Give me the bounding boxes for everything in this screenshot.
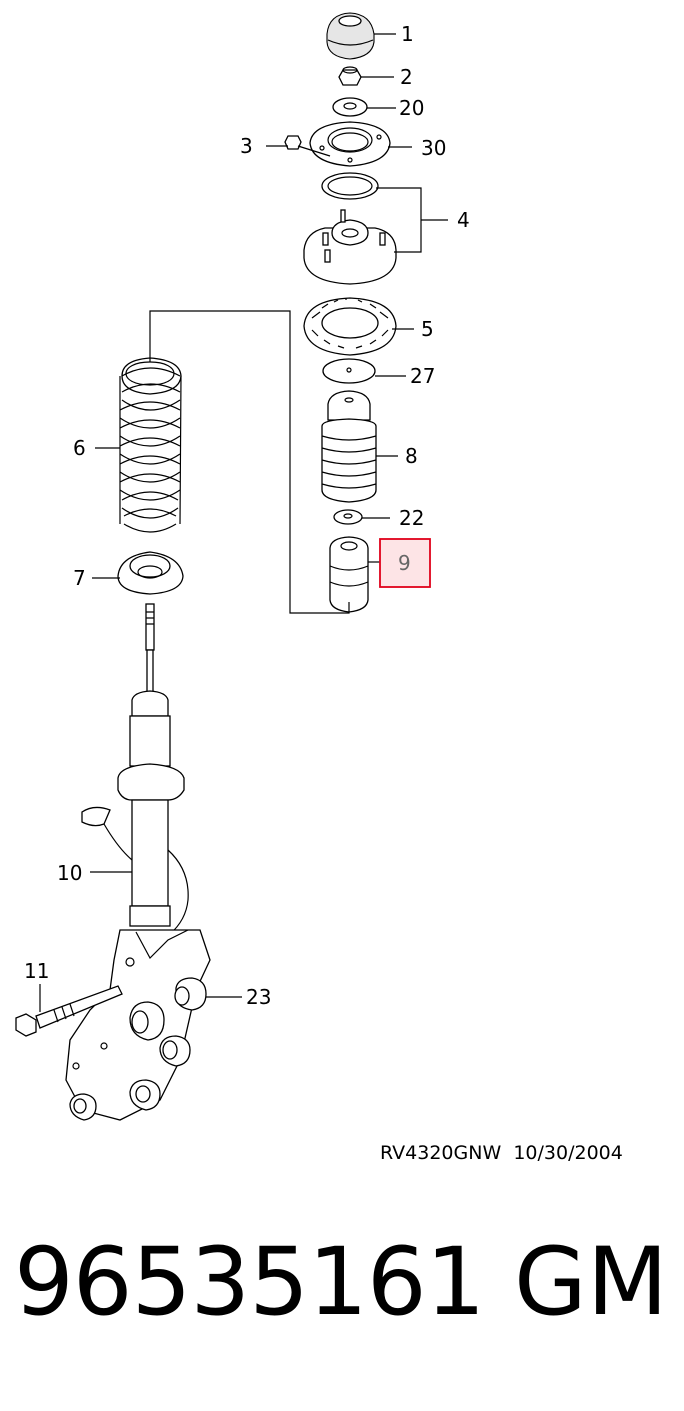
part-number: 96535161	[14, 1228, 485, 1337]
callout-4: 4	[457, 208, 470, 232]
callout-6: 6	[73, 436, 86, 460]
callout-1: 1	[401, 22, 414, 46]
part-11-bolt	[15, 985, 123, 1037]
part-2-nut	[338, 66, 362, 86]
reference-code: RV4320GNW	[380, 1142, 502, 1164]
part-8-dust-boot	[321, 390, 377, 503]
part-10-shock-absorber	[117, 603, 185, 927]
part-6-coil-spring	[119, 357, 182, 533]
reference-date: 10/30/2004	[513, 1142, 623, 1164]
callout-11: 11	[24, 959, 49, 983]
part-4-strut-mount	[303, 172, 397, 285]
part-22-small-washer	[333, 509, 363, 525]
part-1-top-cap	[326, 12, 375, 60]
callout-27: 27	[410, 364, 435, 388]
part-27-washer-plate	[322, 358, 376, 384]
callout-10: 10	[57, 861, 82, 885]
part-7-lower-spring-seat	[117, 551, 184, 595]
part-30-mount-plate	[309, 121, 391, 167]
diagram-reference: RV4320GNW 10/30/2004	[380, 1142, 623, 1164]
callout-5: 5	[421, 317, 434, 341]
knuckle-assembly	[65, 806, 211, 1121]
highlight-box-part-9	[379, 538, 431, 588]
callout-23: 23	[246, 985, 271, 1009]
callout-2: 2	[400, 65, 413, 89]
part-5-spring-seat	[303, 297, 397, 356]
callout-30: 30	[421, 136, 446, 160]
callout-8: 8	[405, 444, 418, 468]
callout-22: 22	[399, 506, 424, 530]
part-9-bump-stop	[329, 536, 369, 613]
callout-9: 9	[398, 551, 411, 575]
brand-name: GM	[514, 1228, 668, 1337]
suspension-strut-exploded-diagram: 1 2 20 3 30 4 5 27 6 8 22 9 7 10 11 23	[15, 12, 470, 1121]
part-3-small-nut	[284, 135, 302, 150]
callout-3: 3	[240, 134, 253, 158]
callout-7: 7	[73, 566, 86, 590]
part-20-washer	[332, 97, 368, 117]
callout-20: 20	[399, 96, 424, 120]
leader-lines	[39, 33, 448, 1012]
assembly-connector-line	[149, 310, 350, 614]
